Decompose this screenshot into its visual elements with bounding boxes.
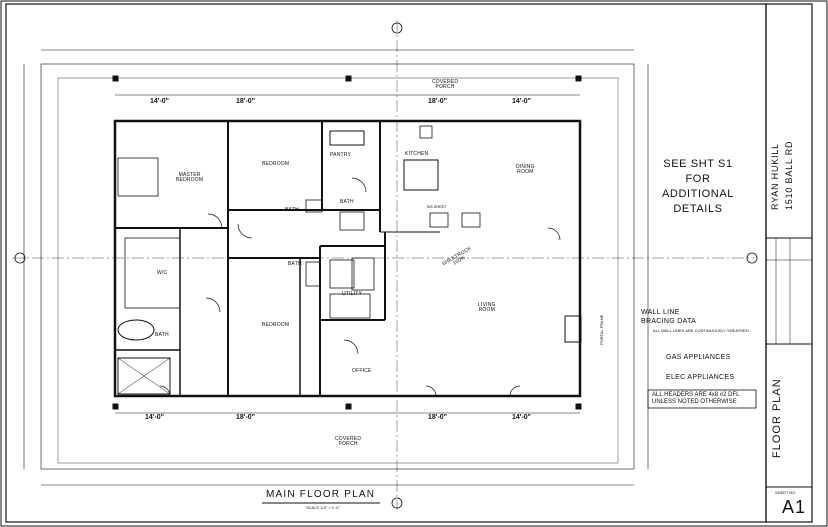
room-label-dining: DINING ROOM (516, 164, 535, 175)
room-label-bath-master: BATH (155, 332, 169, 338)
drawing-title: MAIN FLOOR PLAN (266, 489, 376, 500)
room-label-bath-2: BATH (340, 199, 354, 205)
headers-note: ALL HEADERS ARE 4x8 #2 DFL UNLESS NOTED … (652, 392, 740, 405)
dimension-top-2: 18'-0" (236, 98, 255, 105)
room-label-covered-porch-top: COVERED PORCH (432, 79, 459, 90)
room-label-master-bedroom: MASTER BEDROOM (176, 172, 204, 183)
dimension-top-1: 14'-0" (150, 98, 169, 105)
see-sheet-note: SEE SHT S1 FOR ADDITIONAL DETAILS (661, 158, 734, 215)
elec-appliances-note: ELEC APPLIANCES (666, 374, 735, 381)
sheet-number-label: SHEET NO. (775, 490, 797, 495)
dimension-top-4: 14'-0" (512, 98, 531, 105)
dimension-bottom-1: 14'-0" (145, 414, 164, 421)
title-block-address: 1510 BALL RD (784, 140, 794, 210)
room-label-wic: W/C (157, 270, 168, 276)
dimension-bottom-2: 18'-0" (236, 414, 255, 421)
room-label-office: OFFICE (352, 368, 372, 374)
wall-line-note: WALL LINE BRACING DATA (641, 309, 697, 325)
drawing-scale: SCALE 1/4" = 1'-0" (306, 505, 340, 510)
wall-line-subnote: ALL WALL LINES ARE CONTINUOUSLY SHEATHED (653, 328, 749, 333)
dimension-bottom-4: 14'-0" (512, 414, 531, 421)
room-label-bath-1: BATH (285, 207, 299, 213)
room-label-kitchen: KITCHEN (405, 151, 429, 157)
dimension-top-3: 18'-0" (428, 98, 447, 105)
dimension-bottom-3: 18'-0" (428, 414, 447, 421)
sheet-nominal-label: 5/8 SHEET (427, 204, 448, 209)
room-label-covered-porch-bottom: COVERED PORCH (335, 436, 362, 447)
room-label-bath-3: BATH (288, 261, 302, 267)
room-label-bedroom-bottom: BEDROOM (262, 322, 290, 328)
title-block-client: RYAN HUKILL (770, 143, 780, 210)
room-label-pantry: PANTRY (330, 152, 352, 158)
room-label-bedroom-top: BEDROOM (262, 161, 290, 167)
sheet-number: A1 (782, 497, 807, 517)
gas-appliances-note: GAS APPLIANCES (666, 354, 731, 361)
title-block-drawing: FLOOR PLAN (771, 378, 783, 458)
room-label-living: LIVING ROOM (478, 302, 496, 313)
portal-frame-label: PORTAL FRAME (599, 314, 604, 345)
room-label-utility: UTILITY (342, 291, 363, 297)
